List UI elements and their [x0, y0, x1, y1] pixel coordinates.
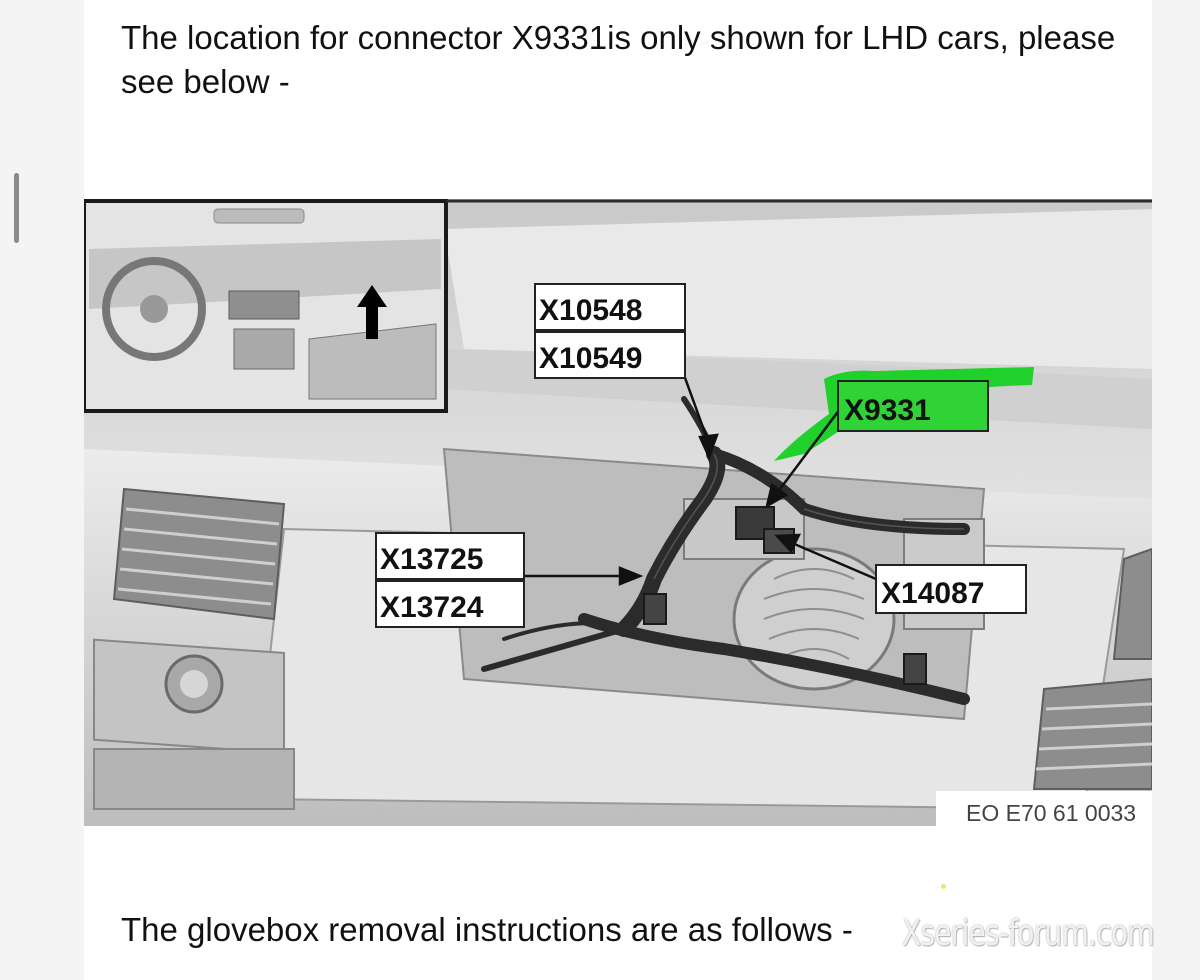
forum-watermark: Xseries-forum.com [902, 913, 1155, 954]
steering-wheel-icon [102, 257, 206, 361]
right-air-vent-icon [1032, 547, 1152, 790]
label-x14087: X14087 [881, 577, 984, 610]
connector-location-diagram: X10548 X10549 X9331 X13725 X13724 X14087… [84, 199, 1152, 826]
label-x10548: X10548 [539, 294, 642, 327]
label-x13724: X13724 [380, 591, 484, 624]
figure-code-box [936, 791, 1152, 826]
dashboard-illustration: X10548 X10549 X9331 X13725 X13724 X14087… [84, 199, 1152, 826]
glovebox-instructions-paragraph: The glovebox removal instructions are as… [121, 911, 853, 948]
scroll-indicator[interactable] [14, 173, 19, 243]
up-arrow-icon [357, 285, 387, 339]
x9331-connector-block [735, 506, 775, 540]
leader-arrows [524, 374, 877, 586]
label-x13725: X13725 [380, 543, 483, 576]
figure-code: EO E70 61 0033 [966, 800, 1136, 826]
radio-controls [93, 638, 295, 810]
dashboard-overview-inset [84, 199, 448, 413]
yellow-dot [941, 884, 946, 889]
label-x10549: X10549 [539, 342, 642, 375]
left-air-vent-icon [112, 487, 286, 621]
intro-paragraph: The location for connector X9331is only … [121, 19, 1116, 100]
label-x9331: X9331 [844, 394, 931, 427]
